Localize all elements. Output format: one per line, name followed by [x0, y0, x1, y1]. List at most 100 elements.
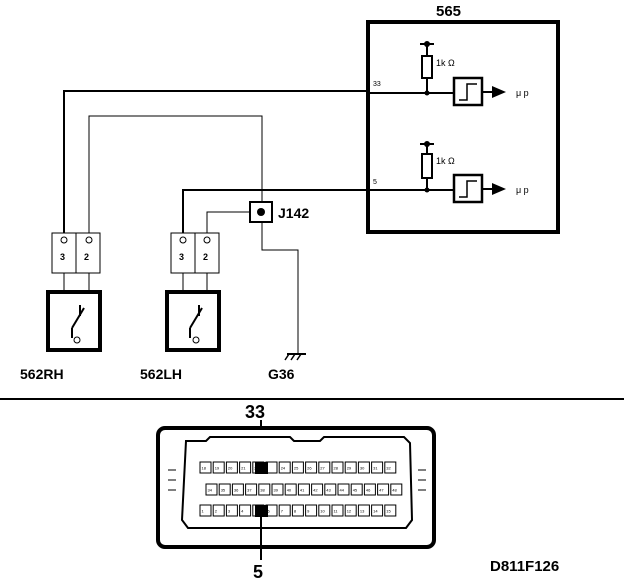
connector-pin-number: 13 — [360, 509, 365, 514]
connector-pin-5-label: 5 — [253, 562, 263, 582]
connector-pin-number: 9 — [307, 509, 310, 514]
connector-pin-cavity — [357, 461, 370, 474]
connector-pin-number: 21 — [241, 466, 246, 471]
connector-pin-cavity — [218, 483, 231, 496]
resistor-bottom-label: 1k Ω — [436, 156, 455, 166]
connector-pin-number: 12 — [347, 509, 352, 514]
switch-contact-icon — [71, 307, 85, 329]
connector-pin-number: 47 — [379, 488, 384, 493]
connector-pin-number: 44 — [340, 488, 345, 493]
connector-pin-number: 11 — [334, 509, 339, 514]
connector-pin-cavity — [225, 461, 238, 474]
connector-pin-number: 41 — [300, 488, 305, 493]
pin-5-label: 5 — [373, 179, 377, 186]
connector-face — [180, 436, 414, 529]
pin-label: 3 — [179, 252, 184, 262]
connector-pin-number: 39 — [274, 488, 279, 493]
connector-pin-number: 34 — [208, 488, 213, 493]
connector-pin-number: 29 — [347, 466, 352, 471]
connector-pin-cavity — [271, 483, 284, 496]
switch-562lh: 3 2 562LH — [140, 232, 221, 382]
wires — [63, 90, 368, 354]
connector-pin-number: 18 — [202, 466, 207, 471]
ecu-565: 565 1k Ω μ p 33 1k Ω — [366, 3, 560, 234]
output-bottom-label: μ p — [516, 185, 529, 195]
connector-pin-cavity — [384, 504, 397, 517]
switch-contact-icon — [189, 307, 203, 329]
pin-5-highlight — [255, 505, 268, 517]
switch-label: 562RH — [20, 366, 64, 382]
wire-rh-signal — [63, 90, 368, 233]
schmitt-trigger-bottom-icon — [452, 173, 484, 204]
pin-label: 2 — [203, 252, 208, 262]
switch-body-icon — [165, 290, 221, 352]
connector-pin-cavity — [278, 504, 291, 517]
connector-pin-cavity — [297, 483, 310, 496]
connector-pin-cavity — [291, 461, 304, 474]
connector-pin-number: 32 — [386, 466, 391, 471]
connector-pin-cavity — [384, 461, 397, 474]
connector-pin-cavity — [331, 504, 344, 517]
connector-pin-number: 7 — [281, 509, 284, 514]
pin-label: 2 — [84, 252, 89, 262]
connector-pin-number: 43 — [326, 488, 331, 493]
connector-pin-grid: 1819202122242526272829303132343536373839… — [199, 461, 403, 517]
connector-pin-number: 38 — [260, 488, 265, 493]
connector-pin-cavity — [212, 461, 225, 474]
connector-pin-cavity — [311, 483, 324, 496]
switch-562rh: 3 2 562RH — [20, 232, 102, 382]
ground-label: G36 — [268, 366, 295, 382]
connector-pin-cavity — [212, 504, 225, 517]
switch-label: 562LH — [140, 366, 182, 382]
connector-pin-cavity — [225, 504, 238, 517]
arrow-top-icon — [492, 86, 506, 98]
arrow-bottom-icon — [492, 183, 506, 195]
connector-pin-cavity — [291, 504, 304, 517]
resistor-top-label: 1k Ω — [436, 58, 455, 68]
connector-pin-number: 31 — [373, 466, 378, 471]
connector-pin-number: 14 — [373, 509, 378, 514]
pin-33-label: 33 — [373, 81, 381, 88]
ground-g36: G36 — [268, 353, 306, 382]
resistor-bottom-icon — [421, 153, 433, 179]
connector-pin-cavity — [245, 483, 258, 496]
connector-pin-number: 37 — [247, 488, 252, 493]
connector-pin-number: 24 — [281, 466, 286, 471]
connector-pin-number: 10 — [320, 509, 325, 514]
connector-pin-cavity — [284, 483, 297, 496]
connector-pin-number: 4 — [241, 509, 244, 514]
pin-label: 3 — [60, 252, 65, 262]
connector-pin-number: 3 — [228, 509, 231, 514]
connector-pin-number: 48 — [392, 488, 397, 493]
connector-pin-cavity — [239, 504, 252, 517]
connector-pin-number: 28 — [334, 466, 339, 471]
connector-pin-number: 2 — [215, 509, 218, 514]
connector-pin-number: 8 — [294, 509, 297, 514]
connector-pin-number: 36 — [234, 488, 239, 493]
connector-pin-number: 45 — [353, 488, 358, 493]
connector-pin-cavity — [344, 504, 357, 517]
connector-pin-cavity — [278, 461, 291, 474]
wire-to-ground — [261, 222, 299, 354]
connector-pin-number: 25 — [294, 466, 299, 471]
schmitt-trigger-top-icon — [452, 76, 484, 107]
connector-pin-cavity — [305, 461, 318, 474]
pin-33-highlight — [255, 462, 268, 474]
output-top-label: μ p — [516, 88, 529, 98]
connector-pin-number: 26 — [307, 466, 312, 471]
connector-pin-cavity — [324, 483, 337, 496]
connector-pin-number: 40 — [287, 488, 292, 493]
connector-pin-cavity — [390, 483, 403, 496]
connector-pin-cavity — [371, 461, 384, 474]
switch-body-icon — [46, 290, 102, 352]
connector-pin-cavity — [205, 483, 218, 496]
wire-rh-ground — [88, 115, 263, 233]
connector-pin-cavity — [371, 504, 384, 517]
ecu-connector: 33 1819202122242526272829303132343536373… — [156, 402, 436, 582]
connector-pin-cavity — [199, 504, 212, 517]
ecu-box — [366, 20, 560, 234]
connector-pin-number: 19 — [215, 466, 220, 471]
connector-pin-cavity — [331, 461, 344, 474]
